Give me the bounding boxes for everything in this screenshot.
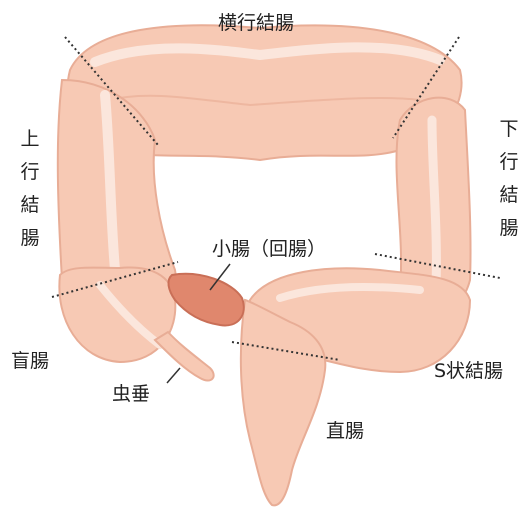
sigmoid-colon-label: S状結腸 xyxy=(434,362,503,381)
descending-colon-char: 結 xyxy=(498,186,520,219)
cecum-label: 盲腸 xyxy=(11,352,49,371)
ascending-colon-label: 上 行 結 腸 xyxy=(19,130,41,262)
descending-colon-char: 行 xyxy=(498,153,520,186)
ascending-colon-char: 上 xyxy=(19,130,41,163)
ascending-colon-char: 行 xyxy=(19,163,41,196)
descending-colon-label: 下 行 結 腸 xyxy=(498,120,520,252)
appendix-label: 虫垂 xyxy=(112,385,150,404)
rectum-label: 直腸 xyxy=(326,422,364,441)
appendix-leader xyxy=(167,368,180,383)
small-intestine-label: 小腸（回腸） xyxy=(212,240,326,259)
descending-colon-char: 腸 xyxy=(498,219,520,252)
small-intestine-shape xyxy=(168,274,243,326)
appendix-shape xyxy=(155,332,214,381)
cecum-shape xyxy=(59,267,175,362)
transverse-colon-label: 横行結腸 xyxy=(218,14,294,33)
ascending-colon-char: 腸 xyxy=(19,229,41,262)
descending-colon-char: 下 xyxy=(498,120,520,153)
ascending-colon-char: 結 xyxy=(19,196,41,229)
